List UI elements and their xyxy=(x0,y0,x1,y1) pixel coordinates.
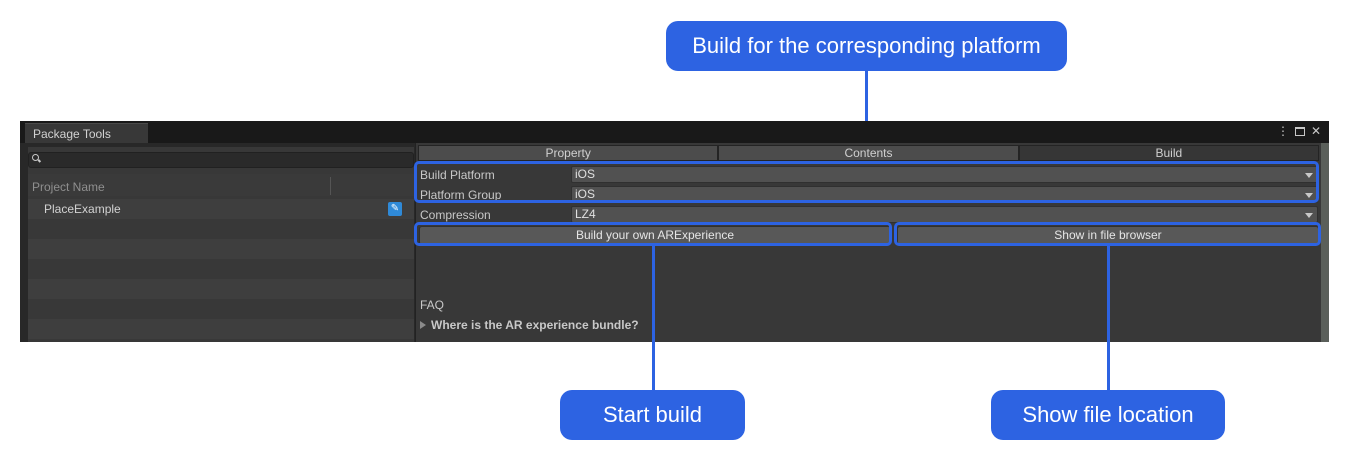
callout-build-platform: Build for the corresponding platform xyxy=(666,21,1067,71)
platform-group-label: Platform Group xyxy=(420,188,502,202)
panel-tabs: Property Contents Build xyxy=(418,145,1319,161)
window-controls: ⋮ ✕ xyxy=(1277,124,1321,138)
chevron-down-icon xyxy=(1305,173,1313,178)
chevron-down-icon xyxy=(1305,193,1313,198)
list-item-label: PlaceExample xyxy=(44,202,121,216)
compression-label: Compression xyxy=(420,208,491,222)
foldout-arrow-icon xyxy=(420,321,426,329)
chevron-down-icon xyxy=(1305,213,1313,218)
callout-show-location: Show file location xyxy=(991,390,1225,440)
search-icon xyxy=(32,154,39,161)
platform-group-value: iOS xyxy=(575,187,596,201)
package-tools-window: Package Tools ⋮ ✕ Project Name PlaceExam… xyxy=(20,121,1329,342)
compression-value: LZ4 xyxy=(575,207,596,221)
list-item[interactable]: PlaceExample ✎ xyxy=(28,199,414,219)
maximize-icon[interactable] xyxy=(1294,127,1305,136)
list-item xyxy=(28,259,414,279)
tab-contents[interactable]: Contents xyxy=(718,145,1019,161)
callout-start-build: Start build xyxy=(560,390,745,440)
tab-property[interactable]: Property xyxy=(418,145,719,161)
list-item xyxy=(28,219,414,239)
compression-dropdown[interactable]: LZ4 xyxy=(571,206,1318,223)
callout-connector xyxy=(652,246,655,390)
build-platform-label: Build Platform xyxy=(420,168,495,182)
faq-item-label: Where is the AR experience bundle? xyxy=(431,318,639,332)
column-header-label: Project Name xyxy=(32,180,105,194)
build-platform-value: iOS xyxy=(575,167,596,181)
column-separator[interactable] xyxy=(330,177,331,195)
faq-heading: FAQ xyxy=(420,298,445,312)
window-tab[interactable]: Package Tools xyxy=(25,123,148,143)
callout-connector xyxy=(865,71,868,166)
more-options-icon[interactable]: ⋮ xyxy=(1276,124,1289,138)
title-bar: Package Tools ⋮ ✕ xyxy=(20,121,1329,143)
platform-group-dropdown[interactable]: iOS xyxy=(571,186,1318,203)
build-button[interactable]: Build your own ARExperience xyxy=(419,226,891,245)
column-header[interactable]: Project Name xyxy=(28,174,414,196)
list-item xyxy=(28,239,414,259)
list-item xyxy=(28,319,414,339)
callout-connector xyxy=(1107,246,1110,390)
project-list-panel: Project Name PlaceExample ✎ xyxy=(28,147,414,342)
list-item xyxy=(28,299,414,319)
build-panel: Property Contents Build Build Platform i… xyxy=(415,143,1321,342)
show-in-file-browser-button[interactable]: Show in file browser xyxy=(897,226,1319,245)
build-platform-dropdown[interactable]: iOS xyxy=(571,166,1318,183)
close-icon[interactable]: ✕ xyxy=(1310,124,1321,138)
edit-icon[interactable]: ✎ xyxy=(388,202,402,216)
list-item xyxy=(28,279,414,299)
search-input[interactable] xyxy=(28,152,414,168)
faq-foldout[interactable]: Where is the AR experience bundle? xyxy=(420,318,639,332)
scrollbar[interactable] xyxy=(1321,143,1329,342)
tab-build[interactable]: Build xyxy=(1018,145,1319,161)
